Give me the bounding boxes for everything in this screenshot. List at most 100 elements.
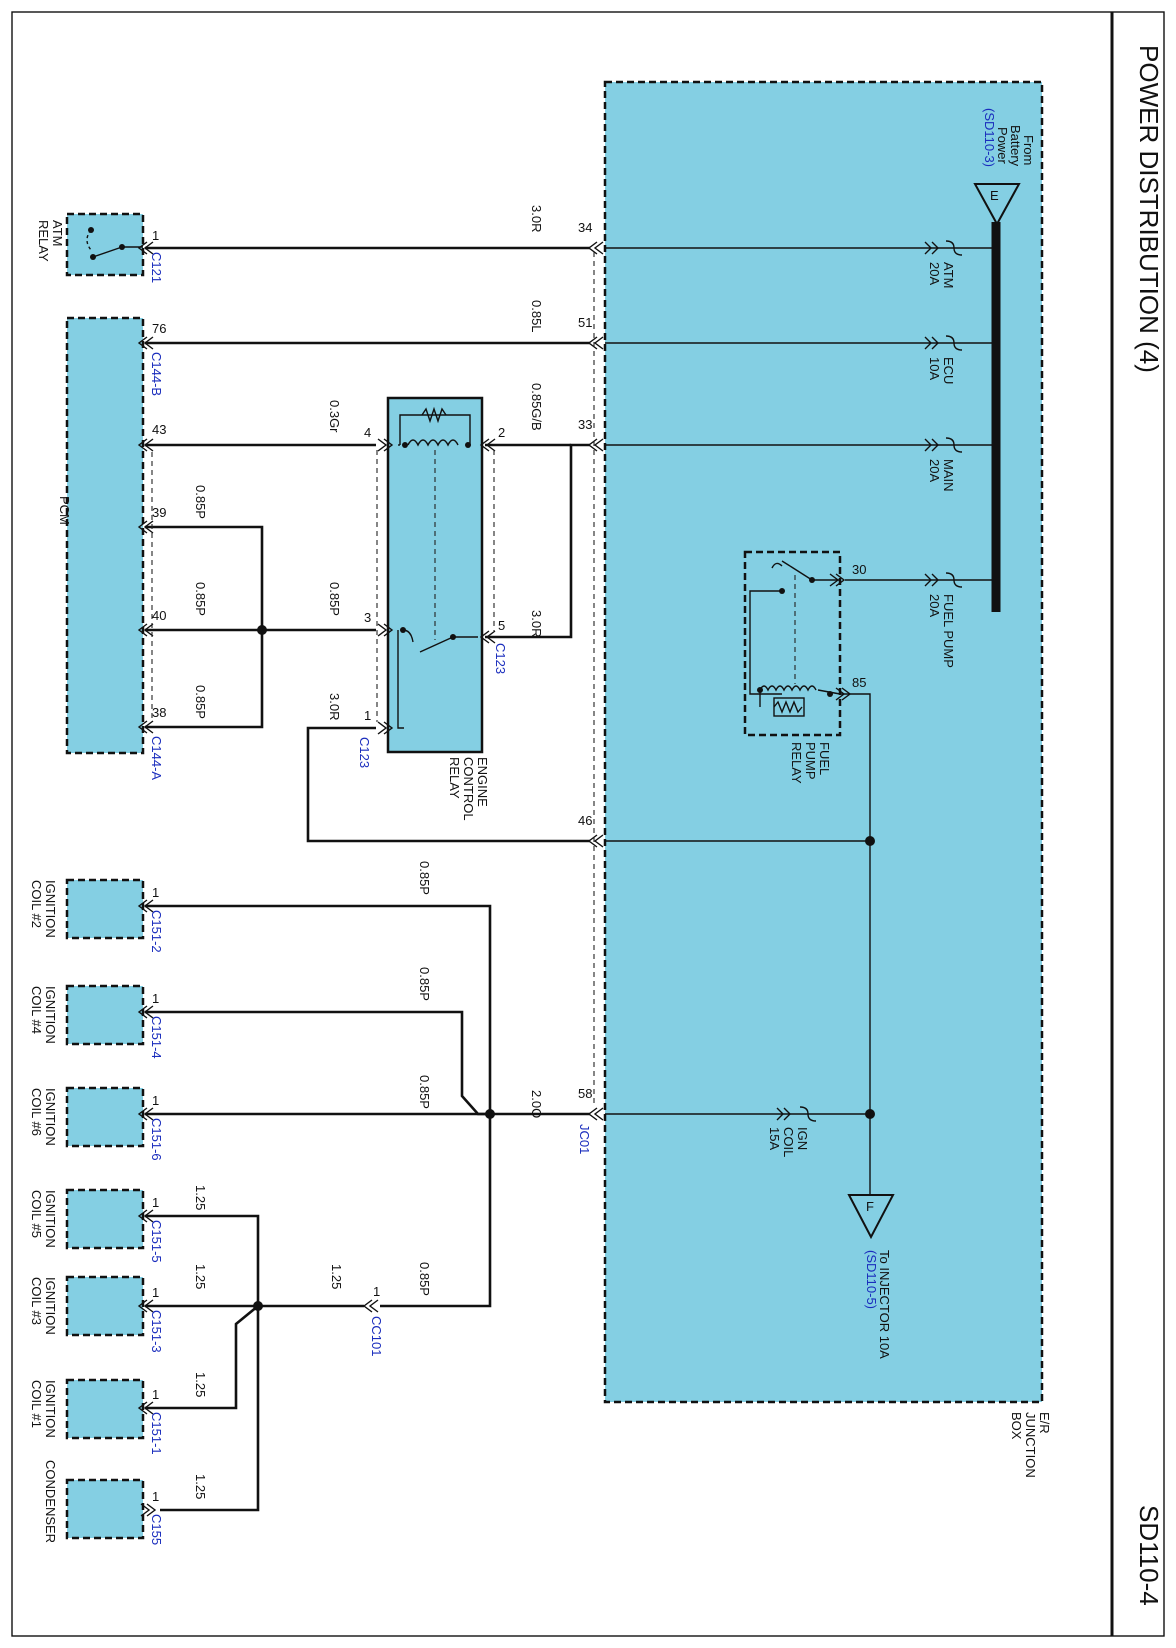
cc101-pin: 1	[373, 1284, 380, 1299]
fuse-rating: 20A	[927, 594, 942, 617]
relay-connector: C123	[493, 643, 508, 674]
junction-box-label: JUNCTION	[1023, 1412, 1038, 1478]
fuse-rating: 15A	[767, 1127, 782, 1150]
wire-label: 1.25	[193, 1264, 208, 1289]
coil-pin: 1	[152, 1195, 159, 1210]
wire-label: 3.0R	[529, 610, 544, 637]
fuse-name: MAIN	[941, 459, 956, 492]
fuse-name: COIL	[781, 1127, 796, 1157]
wire-label: 0.85L	[529, 300, 544, 333]
wire-label: 0.85P	[417, 1262, 432, 1296]
wire-label: 3.0R	[529, 205, 544, 232]
ignition-coil-5	[65, 1188, 154, 1250]
junction-node	[253, 1301, 263, 1311]
wire-label: 0.85G/B	[529, 383, 544, 431]
atm-relay-pin: 1	[152, 228, 159, 243]
pcm	[65, 316, 145, 755]
jb-connector-label: JC01	[577, 1124, 592, 1154]
condenser-label: CONDENSER	[43, 1460, 58, 1543]
engine-control-relay	[386, 396, 484, 754]
condenser	[65, 1478, 157, 1540]
junction-box-label: E/R	[1037, 1412, 1052, 1434]
junction-node	[865, 836, 875, 846]
wire-label: 0.85P	[193, 485, 208, 519]
atm-relay-label: ATM	[50, 220, 65, 246]
condenser-connector: C155	[149, 1514, 164, 1545]
ignition-coil-6	[65, 1086, 154, 1148]
wire-label: 1.25	[329, 1264, 344, 1289]
wire-label: 0.85P	[193, 685, 208, 719]
pcm-connector-a: C144-A	[149, 736, 164, 780]
jb-pin: 34	[578, 220, 592, 235]
from-battery-text: Power	[995, 127, 1010, 165]
coil-connector: C151-3	[149, 1310, 164, 1353]
coil-connector: C151-6	[149, 1118, 164, 1161]
wire-label: 2.0O	[529, 1090, 544, 1118]
coil-pin: 1	[152, 1285, 159, 1300]
fuel-pump-relay-switch	[749, 560, 841, 717]
atm-relay	[65, 212, 145, 277]
engine-control-relay-label: CONTROL	[461, 757, 476, 821]
pcm-connector-b: C144-B	[149, 352, 164, 396]
coil-connector: C151-1	[149, 1412, 164, 1455]
fuse-name: ATM	[941, 262, 956, 288]
page-border	[11, 11, 1165, 1637]
coil-connector: C151-4	[149, 1016, 164, 1059]
wire-relay-pin1	[306, 726, 590, 843]
fuse-ecu	[605, 335, 992, 351]
coil-pin: 1	[152, 885, 159, 900]
fuse-rating: 20A	[927, 262, 942, 285]
coil-connector: C151-2	[149, 910, 164, 953]
coil-label: COIL #2	[29, 880, 44, 928]
atm-relay-switch	[86, 227, 143, 260]
wire-label: 0.85P	[417, 967, 432, 1001]
relay-pin-30: 30	[852, 562, 866, 577]
fuel-pump-relay	[743, 550, 842, 737]
coil-label: COIL #4	[29, 986, 44, 1034]
coil-label: IGNITION	[43, 1380, 58, 1438]
coil-pin: 1	[152, 1093, 159, 1108]
from-battery-text: From	[1021, 135, 1036, 165]
relay-pin: 2	[498, 425, 505, 440]
relay-connector: C123	[357, 737, 372, 768]
coil-pin: 1	[152, 1387, 159, 1402]
from-battery-triangle	[973, 183, 1021, 227]
pcm-pin: 39	[152, 505, 166, 520]
condenser-pin: 1	[152, 1489, 159, 1504]
coil-label: IGNITION	[43, 1190, 58, 1248]
coil-label: IGNITION	[43, 986, 58, 1044]
wire-label: 0.85P	[417, 1075, 432, 1109]
cc101-connector: CC101	[369, 1316, 384, 1356]
to-injector-ref: (SD110-5)	[864, 1250, 879, 1309]
atm-relay-connector: C121	[149, 252, 164, 283]
fuel-pump-relay-label: PUMP	[803, 742, 818, 780]
fuel-pump-relay-label: FUEL	[817, 742, 832, 775]
relay-pin: 4	[364, 425, 371, 440]
jb-pin: 58	[578, 1086, 592, 1101]
fuse-rating: 20A	[927, 459, 942, 482]
jb-pin: 46	[578, 813, 592, 828]
wire-coil2	[145, 904, 492, 1308]
coil-label: COIL #3	[29, 1277, 44, 1325]
coil-label: IGNITION	[43, 1277, 58, 1335]
wire-label: 1.25	[193, 1372, 208, 1397]
relay-pin: 3	[364, 610, 371, 625]
atm-relay-label: RELAY	[36, 220, 51, 262]
from-battery-ref: (SD110-3)	[982, 108, 997, 167]
engine-control-relay-label: ENGINE	[475, 757, 490, 807]
coil-label: IGNITION	[43, 880, 58, 938]
engine-control-relay-label: RELAY	[447, 757, 462, 799]
page-id: SD110-4	[1134, 1505, 1164, 1606]
ignition-coil-2	[65, 878, 154, 940]
fuel-pump-relay-label: RELAY	[789, 742, 804, 784]
from-battery-text: Battery	[1008, 125, 1023, 167]
fuse-ign-coil	[776, 1106, 817, 1122]
junction-box-label: BOX	[1009, 1412, 1024, 1440]
engine-control-relay-internals	[376, 406, 496, 735]
jb-pin: 51	[578, 315, 592, 330]
wire-label: 0.85P	[327, 582, 342, 616]
wire-label: 0.85P	[417, 861, 432, 895]
coil-pin: 1	[152, 991, 159, 1006]
from-battery-letter: E	[990, 188, 999, 203]
pcm-connector-edge	[137, 336, 154, 734]
